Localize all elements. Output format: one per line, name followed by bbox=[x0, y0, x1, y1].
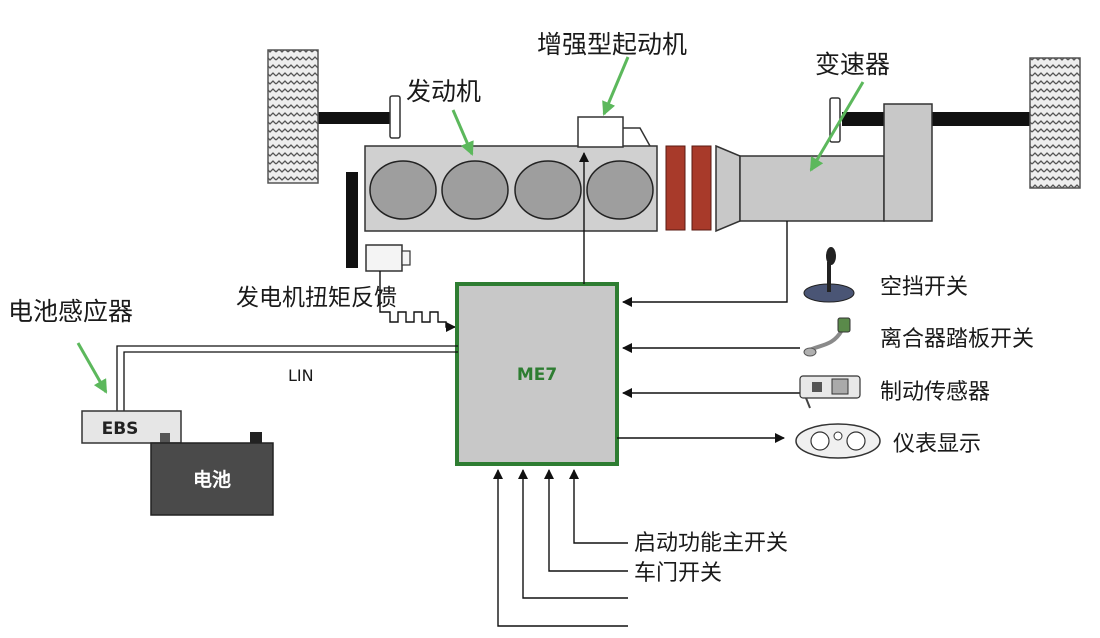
alternator-feedback-label: 发电机扭矩反馈 bbox=[236, 285, 397, 311]
instrument-cluster-icon bbox=[795, 423, 881, 459]
lin-label: LIN bbox=[288, 366, 314, 385]
front-axle bbox=[318, 112, 390, 124]
transmission-case bbox=[883, 103, 933, 222]
clutch-plate-1 bbox=[665, 145, 686, 231]
gear-lever-icon bbox=[803, 247, 855, 303]
clutch-pedal-icon bbox=[803, 317, 851, 357]
right-wheel bbox=[1029, 57, 1081, 189]
engine-pointer-arrow bbox=[451, 109, 474, 156]
ecu-label: ME7 bbox=[517, 365, 557, 385]
front-flange bbox=[389, 95, 401, 139]
brake-sensor-icon bbox=[799, 375, 861, 409]
starter-motor bbox=[577, 116, 624, 148]
alternator-terminal bbox=[401, 250, 411, 266]
transmission-to-ecu-arrow bbox=[622, 221, 788, 307]
starter-pointer-arrow bbox=[602, 56, 630, 116]
drive-belt bbox=[346, 172, 358, 268]
left-wheel bbox=[267, 49, 319, 184]
cylinder-4 bbox=[586, 160, 654, 220]
neutral-switch-label: 空挡开关 bbox=[880, 275, 968, 300]
door-switch-label: 车门开关 bbox=[634, 561, 722, 586]
instrument-display-label: 仪表显示 bbox=[893, 432, 981, 457]
ebs-sensor bbox=[81, 410, 182, 444]
lin-bus-line-inner bbox=[123, 351, 458, 411]
cylinder-3 bbox=[514, 160, 582, 220]
brake-sensor-label: 制动传感器 bbox=[880, 380, 990, 405]
alternator-feedback-wire bbox=[379, 271, 456, 332]
ecu-box bbox=[455, 282, 619, 466]
lin-bus-line bbox=[116, 345, 458, 411]
alternator bbox=[365, 244, 403, 272]
transmission-label: 变速器 bbox=[815, 50, 890, 79]
input-3-to-ecu-arrow bbox=[518, 469, 628, 599]
battery-terminal bbox=[250, 432, 262, 444]
clutch-plate-2 bbox=[691, 145, 712, 231]
battery-label: 电池 bbox=[193, 468, 231, 491]
starter-bracket bbox=[623, 127, 651, 147]
engine-label: 发动机 bbox=[406, 77, 481, 106]
start-function-main-switch-label: 启动功能主开关 bbox=[634, 531, 788, 556]
battery-body bbox=[150, 442, 274, 516]
start-switch-to-ecu-arrow bbox=[569, 469, 628, 544]
input-4-to-ecu-arrow bbox=[493, 469, 628, 627]
door-switch-to-ecu-arrow bbox=[544, 469, 628, 572]
cylinder-1 bbox=[369, 160, 437, 220]
transmission-bellhousing bbox=[715, 144, 741, 233]
ebs-label: EBS bbox=[102, 419, 139, 439]
ebs-terminal bbox=[160, 433, 170, 443]
rear-axle bbox=[842, 112, 1030, 126]
cylinder-2 bbox=[441, 160, 509, 220]
battery-sensor-pointer-arrow bbox=[76, 342, 108, 394]
battery-sensor-label: 电池感应器 bbox=[8, 297, 133, 326]
starter-label: 增强型起动机 bbox=[537, 30, 687, 59]
transmission-pointer-arrow bbox=[809, 81, 865, 172]
clutch-pedal-switch-label: 离合器踏板开关 bbox=[880, 327, 1034, 352]
